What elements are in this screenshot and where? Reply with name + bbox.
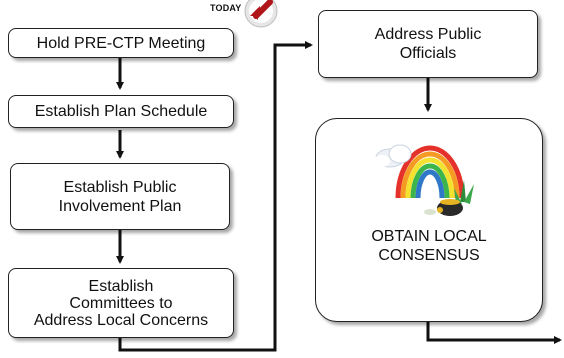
rainbow-pot-of-gold-icon	[374, 144, 474, 216]
step-4-line-3: Address Local Concerns	[33, 311, 209, 329]
consensus-line-1: OBTAIN LOCAL	[371, 228, 487, 245]
step-1-text: Hold PRE-CTP Meeting	[36, 34, 206, 52]
step-2-text: Establish Plan Schedule	[34, 103, 208, 120]
step-establish-public-involvement-plan: Establish Public Involvement Plan	[10, 163, 230, 230]
step-establish-committees: Establish Committees to Address Local Co…	[8, 268, 234, 338]
consensus-line-2: CONSENSUS	[378, 247, 480, 264]
arrow-step4-to-officials	[118, 41, 313, 352]
step-4-line-2: Committees to	[69, 294, 173, 312]
step-3-line-1: Establish Public	[63, 178, 177, 196]
today-label: TODAY	[210, 3, 242, 13]
today-marker: TODAY	[210, 0, 278, 30]
red-arrow-badge-icon	[244, 0, 278, 28]
step-4-line-1: Establish	[88, 277, 154, 295]
step-address-public-officials: Address Public Officials	[318, 10, 538, 78]
step-3-line-2: Involvement Plan	[58, 197, 182, 215]
step-hold-pre-ctp-meeting: Hold PRE-CTP Meeting	[8, 28, 234, 58]
step-establish-plan-schedule: Establish Plan Schedule	[8, 95, 234, 128]
officials-line-1: Address Public	[374, 26, 482, 43]
officials-line-2: Officials	[399, 45, 457, 62]
arrow-consensus-to-offpage	[426, 322, 562, 344]
